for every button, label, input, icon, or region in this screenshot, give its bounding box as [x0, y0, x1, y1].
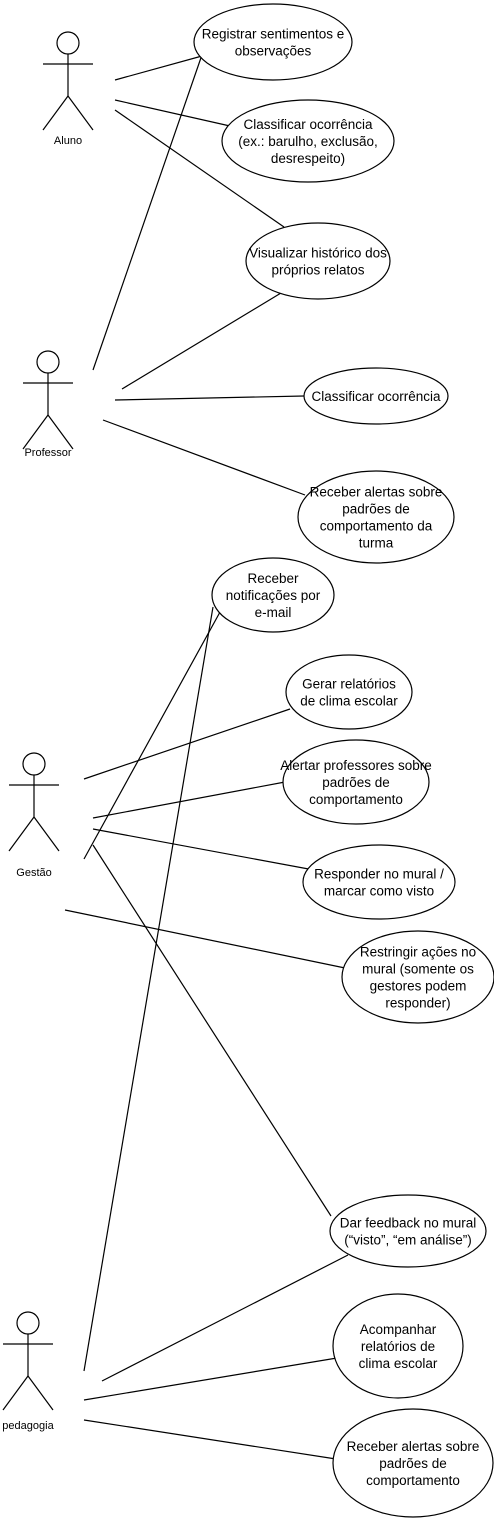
- use-case-uc4[interactable]: Classificar ocorrência: [303, 367, 449, 425]
- use-case-label: relatórios de: [361, 1339, 435, 1354]
- association-line-aluno-uc1: [114, 55, 203, 81]
- association-line-pedagogia-uc6: [83, 606, 214, 1372]
- use-case-label: observações: [235, 44, 312, 59]
- use-case-uc2[interactable]: Classificar ocorrência (ex.: barulho, exc…: [221, 99, 395, 183]
- use-case-label: (ex.: barulho, exclusão,: [238, 134, 378, 149]
- association-line-pedagogia-uc13: [83, 1419, 337, 1460]
- use-case-ellipse: [332, 1293, 464, 1399]
- use-case-label: Classificar ocorrência: [311, 389, 441, 404]
- actor-gestao[interactable]: Gestão: [8, 752, 60, 879]
- use-case-label: de clima escolar: [300, 694, 398, 709]
- use-case-ellipse: [193, 3, 353, 81]
- use-case-label: Responder no mural /: [314, 867, 444, 882]
- actor-head: [16, 1311, 40, 1335]
- association-line-gestao-uc8: [92, 781, 286, 819]
- actor-right-leg: [33, 816, 60, 852]
- actor-professor[interactable]: Professor: [22, 350, 74, 459]
- use-case-label: e-mail: [255, 605, 292, 620]
- actor-label: Aluno: [54, 135, 82, 147]
- actor-right-leg: [27, 1375, 54, 1411]
- association-line-aluno-uc3: [114, 109, 285, 228]
- association-line-professor-uc5: [102, 419, 306, 496]
- use-case-ellipse: [221, 99, 395, 183]
- use-case-label: próprios relatos: [271, 263, 364, 278]
- association-line-professor-uc3: [121, 292, 282, 390]
- association-line-pedagogia-uc11: [101, 1254, 349, 1382]
- actor-head: [22, 752, 46, 776]
- use-case-ellipse: [245, 222, 391, 300]
- use-case-label: responder): [385, 996, 450, 1011]
- actor-head: [56, 31, 80, 55]
- use-case-ellipse: [211, 557, 335, 633]
- associations: [64, 48, 349, 1460]
- association-line-gestao-uc7: [83, 708, 291, 780]
- use-case-uc7[interactable]: Gerar relatórios de clima escolar: [285, 654, 413, 730]
- actor-left-leg: [2, 1375, 29, 1411]
- use-case-ellipse: [332, 1408, 494, 1518]
- actor-head: [36, 350, 60, 374]
- use-case-uc10[interactable]: Restringir ações no mural (somente os gest…: [341, 930, 494, 1024]
- use-case-label: comportamento da: [320, 519, 433, 534]
- use-case-label: Visualizar histórico dos: [249, 246, 387, 261]
- use-case-label: Dar feedback no mural: [340, 1216, 477, 1231]
- use-case-uc3[interactable]: Visualizar histórico dos próprios relatos: [245, 222, 391, 300]
- actor-label: Professor: [24, 447, 71, 459]
- use-case-ellipse: [285, 654, 413, 730]
- association-line-gestao-uc6: [83, 602, 226, 860]
- association-line-gestao-uc10: [64, 909, 346, 969]
- actor-aluno[interactable]: Aluno: [42, 31, 94, 147]
- use-case-label: mural (somente os: [362, 962, 474, 977]
- association-line-professor-uc1: [92, 48, 205, 371]
- use-case-label: turma: [359, 536, 394, 551]
- use-case-label: Registrar sentimentos e: [202, 27, 345, 42]
- association-line-aluno-uc2: [114, 99, 231, 127]
- actor-left-leg: [22, 414, 49, 450]
- use-case-label: Receber alertas sobre: [347, 1439, 480, 1454]
- actor-right-leg: [67, 95, 94, 131]
- use-case-ellipse: [302, 844, 456, 920]
- use-case-label: Acompanhar: [360, 1322, 437, 1337]
- actor-left-leg: [8, 816, 35, 852]
- use-case-uc9[interactable]: Responder no mural / marcar como visto: [302, 844, 456, 920]
- use-case-uc12[interactable]: Acompanhar relatórios de clima escolar: [332, 1293, 464, 1399]
- actor-label: pedagogia: [2, 1420, 54, 1432]
- use-case-label: gestores podem: [370, 979, 467, 994]
- association-line-professor-uc4: [114, 395, 305, 401]
- use-case-label: clima escolar: [359, 1356, 438, 1371]
- use-case-ellipse: [329, 1194, 487, 1268]
- actor-right-leg: [47, 414, 74, 450]
- use-case-uc13[interactable]: Receber alertas sobre padrões de comportam…: [332, 1408, 494, 1518]
- use-case-label: Receber alertas sobre: [310, 485, 443, 500]
- actor-left-leg: [42, 95, 69, 131]
- use-case-label: Restringir ações no: [360, 945, 476, 960]
- use-case-label: Receber: [247, 571, 299, 586]
- use-case-label: padrões de: [379, 1456, 447, 1471]
- use-case-label: Gerar relatórios: [302, 677, 396, 692]
- use-case-label: padrões de: [342, 502, 410, 517]
- use-case-ellipse: [297, 470, 455, 564]
- use-case-uc8[interactable]: Alertar professores sobre padrões de compo…: [280, 739, 432, 825]
- use-case-uc1[interactable]: Registrar sentimentos e observações: [193, 3, 353, 81]
- association-line-gestao-uc11: [92, 844, 332, 1217]
- association-line-pedagogia-uc12: [83, 1357, 338, 1401]
- use-case-uc5[interactable]: Receber alertas sobre padrões de comportam…: [297, 470, 455, 564]
- use-case-label: notificações por: [226, 588, 321, 603]
- association-line-gestao-uc9: [92, 828, 315, 871]
- use-case-label: padrões de: [322, 775, 390, 790]
- actor-label: Gestão: [16, 867, 51, 879]
- use-case-label: Classificar ocorrência: [243, 117, 373, 132]
- use-case-ellipse: [341, 930, 494, 1024]
- use-case-label: comportamento: [366, 1473, 460, 1488]
- use-case-label: Alertar professores sobre: [280, 758, 432, 773]
- use-case-uc11[interactable]: Dar feedback no mural (“visto”, “em análi…: [329, 1194, 487, 1268]
- use-case-label: comportamento: [309, 792, 403, 807]
- actor-pedagogia[interactable]: pedagogia: [2, 1311, 55, 1432]
- use-case-ellipse: [303, 367, 449, 425]
- use-case-label: desrespeito): [271, 151, 345, 166]
- use-case-uc6[interactable]: Receber notificações por e-mail: [211, 557, 335, 633]
- use-case-label: (“visto”, “em análise”): [344, 1233, 472, 1248]
- use-case-label: marcar como visto: [324, 884, 434, 899]
- use-case-ellipse: [282, 739, 430, 825]
